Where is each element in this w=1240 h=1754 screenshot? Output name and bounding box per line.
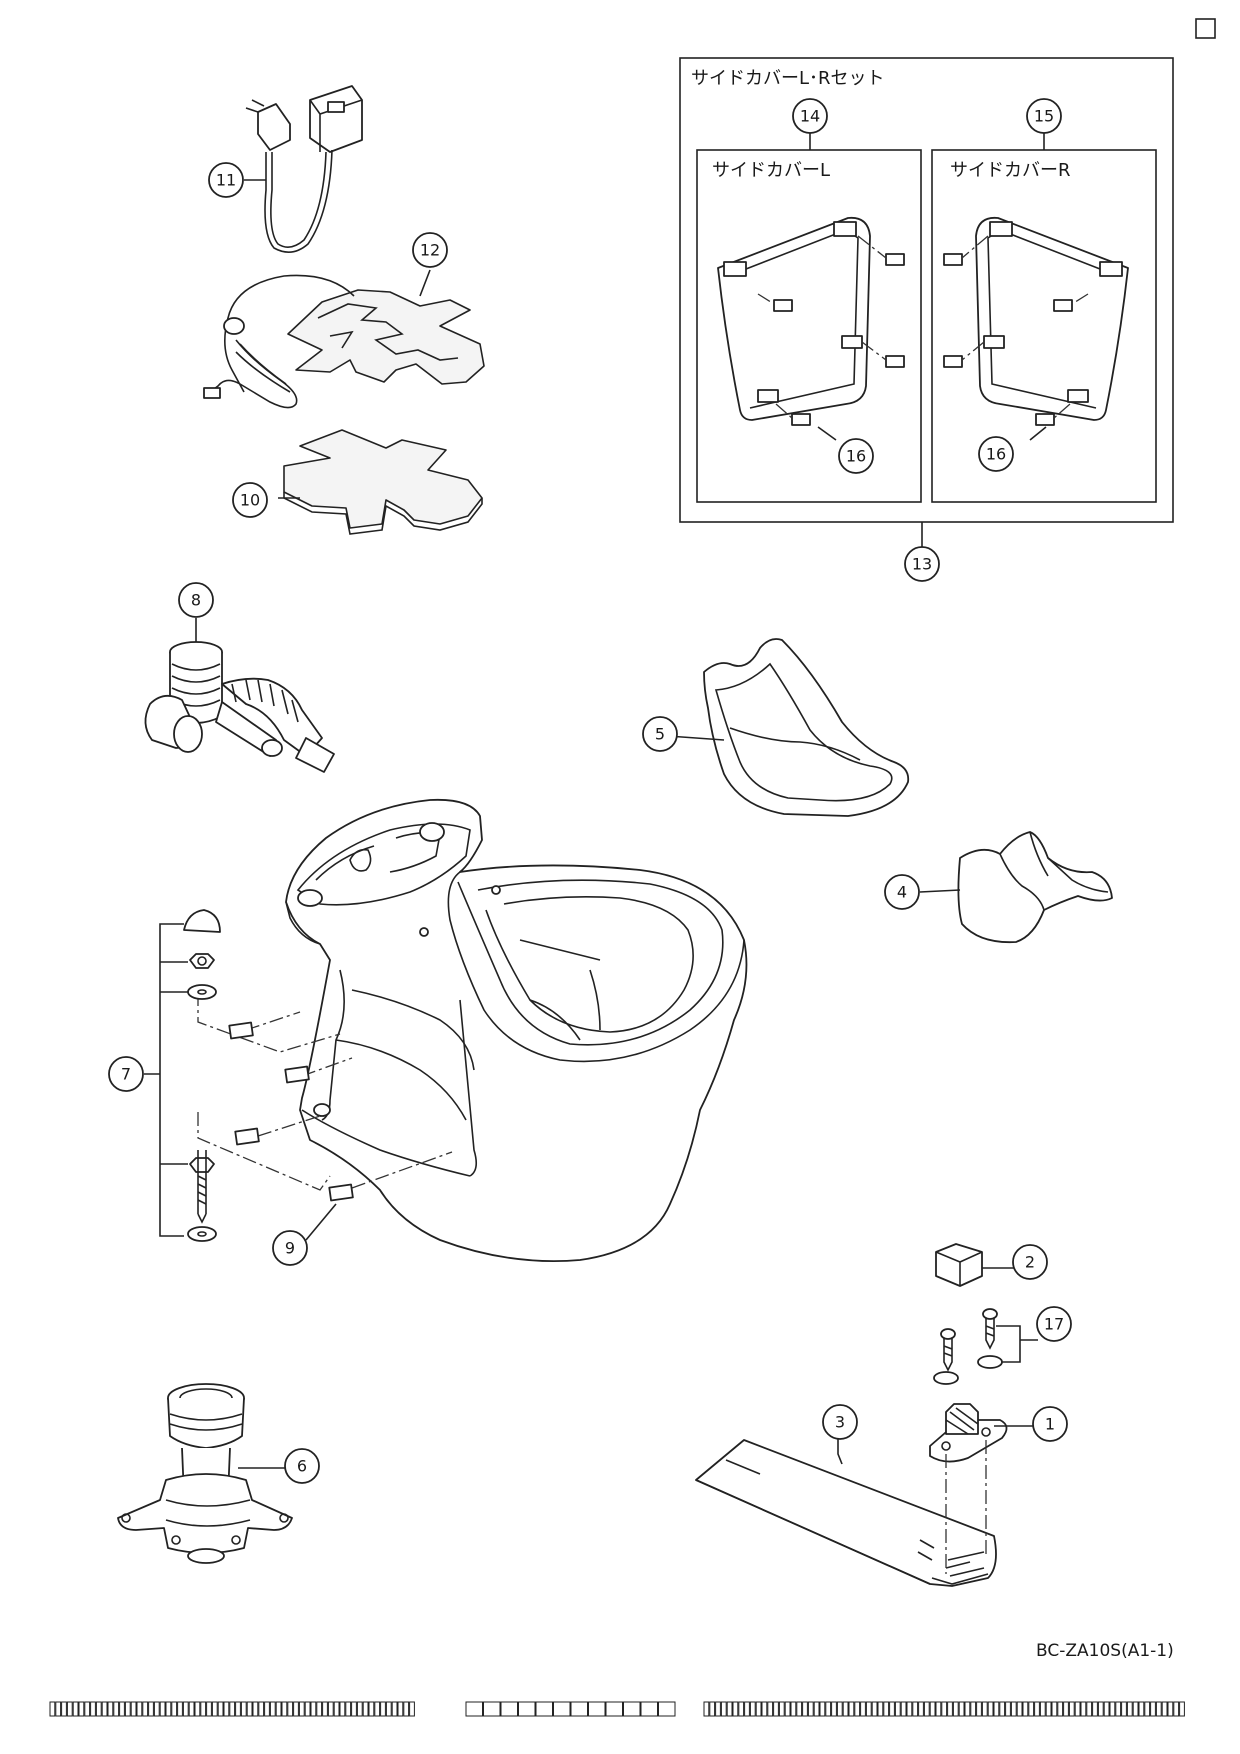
side-cover-r-drawing (943, 216, 1129, 426)
side-cover-l-box (696, 149, 922, 503)
document-code: BC-ZA10S(A1-1) (1036, 1641, 1174, 1661)
svg-text:4: 4 (897, 883, 907, 902)
svg-text:15: 15 (1034, 107, 1054, 126)
callout-3: 3 (822, 1404, 858, 1440)
svg-text:10: 10 (240, 491, 260, 510)
callout-16-left: 16 (838, 438, 874, 474)
callout-2: 2 (1012, 1244, 1048, 1280)
svg-text:12: 12 (420, 241, 440, 260)
callout-1: 1 (1032, 1406, 1068, 1442)
callout-5: 5 (642, 716, 678, 752)
set-box-title: サイドカバーL･Rセット (691, 68, 885, 89)
svg-text:9: 9 (285, 1239, 295, 1258)
side-cover-l-drawing (717, 216, 905, 426)
side-cover-l-title: サイドカバーL (712, 160, 830, 181)
callout-8: 8 (178, 582, 214, 618)
main-toilet-bowl (285, 798, 748, 1263)
svg-text:3: 3 (835, 1413, 845, 1432)
callout-10: 10 (232, 482, 268, 518)
part-8-drain-pipe (144, 618, 335, 773)
svg-text:8: 8 (191, 591, 201, 610)
part-4-cover (919, 831, 1113, 944)
svg-text:11: 11 (216, 171, 236, 190)
side-cover-r-title: サイドカバーR (950, 160, 1071, 181)
part-9-pads (228, 1021, 354, 1241)
svg-text:1: 1 (1045, 1415, 1055, 1434)
svg-text:6: 6 (297, 1457, 307, 1476)
callout-13: 13 (904, 546, 940, 582)
callout-9: 9 (272, 1230, 308, 1266)
corner-checkbox (1195, 18, 1216, 39)
part-12-heater-mat (203, 269, 485, 409)
callout-11: 11 (208, 162, 244, 198)
part-3-plate (695, 1428, 997, 1587)
part-2-block (935, 1243, 1014, 1287)
part-6-flange (117, 1383, 293, 1564)
svg-text:17: 17 (1044, 1315, 1064, 1334)
part-5-cover (667, 638, 910, 817)
svg-text:16: 16 (986, 445, 1006, 464)
svg-text:2: 2 (1025, 1253, 1035, 1272)
part-7-bolt-set (144, 909, 221, 1242)
svg-text:5: 5 (655, 725, 665, 744)
part-11-power-cord (244, 85, 363, 253)
bowl-projection-lines (197, 992, 453, 1191)
callout-6: 6 (284, 1448, 320, 1484)
part-17-screws (933, 1308, 1038, 1385)
callout-15: 15 (1026, 98, 1062, 134)
part-10-mat (278, 429, 483, 535)
callout-14: 14 (792, 98, 828, 134)
side-cover-set-box: サイドカバーL･Rセット サイドカバーL サイドカバーR (679, 57, 1174, 547)
part-1-bracket (929, 1403, 1034, 1463)
svg-text:14: 14 (800, 107, 820, 126)
footer-glyph-strip (49, 1701, 1185, 1717)
callout-17: 17 (1036, 1306, 1072, 1342)
callout-7: 7 (108, 1056, 144, 1092)
svg-text:16: 16 (846, 447, 866, 466)
callout-12: 12 (412, 232, 448, 268)
svg-text:13: 13 (912, 555, 932, 574)
svg-text:7: 7 (121, 1065, 131, 1084)
callout-16-right: 16 (978, 436, 1014, 472)
callout-4: 4 (884, 874, 920, 910)
